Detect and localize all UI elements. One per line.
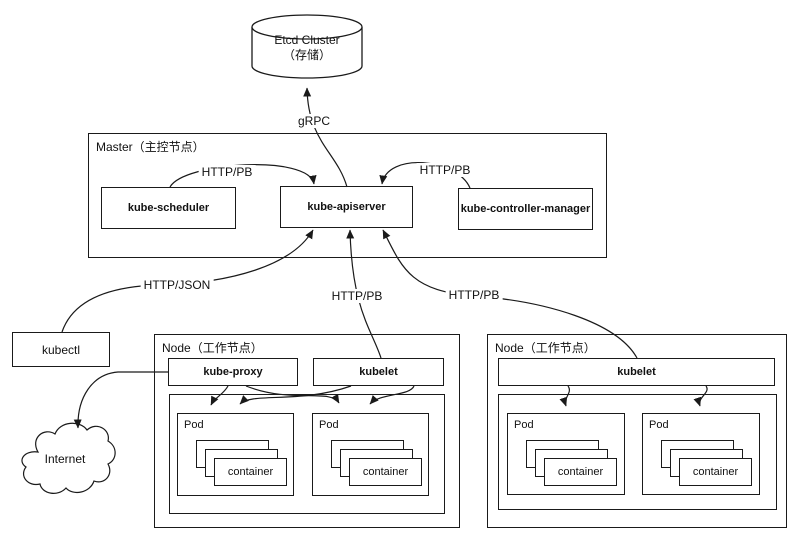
internet-label: Internet [44,452,86,466]
node1-kubelet-box: kubelet [313,358,444,386]
kube-scheduler-box: kube-scheduler [101,187,236,229]
container-label: container [362,466,409,478]
container-box: container [679,458,752,486]
kube-controller-manager-label: kube-controller-manager [460,203,591,215]
node2-title: Node（工作节点） [495,341,596,355]
container-box: container [349,458,422,486]
pod-label: Pod [649,419,669,431]
kube-apiserver-box: kube-apiserver [280,186,413,228]
kube-scheduler-label: kube-scheduler [127,202,210,214]
node1-pod1: Pod container [177,413,294,496]
grpc-label: gRPC [294,114,334,128]
node1-pod2: Pod container [312,413,429,496]
http-pb-kubelet1-label: HTTP/PB [328,289,386,303]
etcd-subtitle: （存储） [282,48,331,62]
master-title: Master（主控节点） [96,140,205,154]
container-label: container [557,466,604,478]
container-box: container [544,458,617,486]
node1-kube-proxy-box: kube-proxy [168,358,298,386]
node1-kubelet-label: kubelet [359,366,398,378]
kube-apiserver-label: kube-apiserver [307,201,386,213]
pod-label: Pod [319,419,339,431]
etcd-title: Etcd Cluster [274,33,340,47]
kube-proxy-label: kube-proxy [203,366,263,378]
node2-kubelet-box: kubelet [498,358,775,386]
container-label: container [692,466,739,478]
node2-kubelet-label: kubelet [617,366,656,378]
node2-pod2: Pod container [642,413,760,495]
container-label: container [227,466,274,478]
kubectl-label: kubectl [41,342,81,357]
kube-controller-manager-box: kube-controller-manager [458,188,593,230]
container-box: container [214,458,287,486]
pod-label: Pod [184,419,204,431]
http-json-label: HTTP/JSON [140,278,214,292]
kubectl-box: kubectl [12,332,110,367]
http-pb-kubelet2-label: HTTP/PB [445,288,503,302]
node1-title: Node（工作节点） [162,341,263,355]
http-pb-scheduler-label: HTTP/PB [198,165,256,179]
pod-label: Pod [514,419,534,431]
http-pb-controller-label: HTTP/PB [416,163,474,177]
node2-pod1: Pod container [507,413,625,495]
etcd-label: Etcd Cluster （存储） [252,33,362,63]
